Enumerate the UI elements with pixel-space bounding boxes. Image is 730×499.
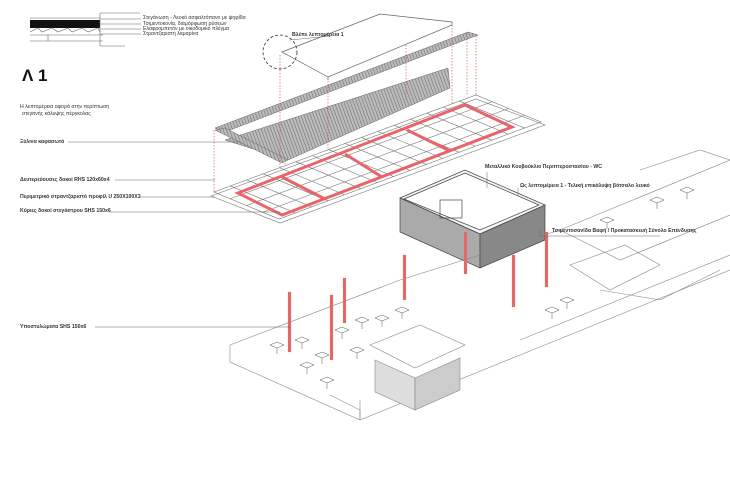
table-icon xyxy=(314,351,330,359)
kiosk-box xyxy=(399,169,546,269)
layer-label: Ελαφρομπετόν με οικοδομικό πλέγμα xyxy=(143,26,230,32)
leader-lines xyxy=(68,141,660,328)
grid-line xyxy=(230,101,493,200)
table-icon xyxy=(349,346,365,354)
grid-line xyxy=(262,114,525,213)
table-icon xyxy=(334,326,350,334)
note-line-1: Η λεπτομέρεια αφορά στην περίπτωση xyxy=(20,104,110,110)
grid-line xyxy=(246,108,509,206)
table-icon xyxy=(394,306,410,314)
kiosk-roof-label: Ως λεπτομέρεια 1 - Τελική επικάλυψη βότσ… xyxy=(520,183,650,189)
table-icon xyxy=(559,296,575,304)
layer-label: Στραντζαριστή λαμαρίνα xyxy=(143,31,199,37)
table-icon xyxy=(374,314,390,322)
table-icon xyxy=(354,316,370,324)
perimeter-profile-label: Περιμετρικό στραντζαριστό προφίλ U 250X1… xyxy=(20,194,141,200)
layer-label: Τσιμεντοκονία, διαμόρφωση ρύσεων xyxy=(143,21,227,27)
table-icon xyxy=(299,361,315,369)
note-line-2: στεγανής κάλυψης πέργκολας xyxy=(22,111,91,117)
table-icon xyxy=(599,216,615,224)
table-icon xyxy=(294,336,310,344)
kiosk-label: Μεταλλικό Κουβούκλιο Περιπτεροστασίου - … xyxy=(485,164,603,170)
detail-callout-circle xyxy=(262,34,298,70)
table-icon xyxy=(544,306,560,314)
columns-label: Υποστυλώματα SHS 150x6 xyxy=(20,324,87,330)
lattice-label: Ξύλινα καφασωτά xyxy=(20,139,65,145)
secondary-beams-label: Δευτερεύουσες δοκοί RHS 120x60x4 xyxy=(20,177,110,183)
main-beams-red xyxy=(234,103,516,217)
lattice-layer xyxy=(214,31,479,164)
table-icon xyxy=(269,341,285,349)
table-icon xyxy=(679,186,695,194)
table-icon xyxy=(649,196,665,204)
main-beams-label: Κύριες δοκοί στεγάστρου SHS 150x6 xyxy=(20,208,111,214)
layer-label: Στεγάνωση - Λευκό ασφαλτόπανο με ψηφίδα xyxy=(143,15,246,21)
columns xyxy=(287,231,549,361)
detail-section xyxy=(29,12,141,47)
table-icon xyxy=(319,376,335,384)
tables xyxy=(269,186,695,389)
detail-callout-label: Βλέπε λεπτομέρεια 1 xyxy=(292,32,344,38)
kiosk-cladding-label: Τσιμεντοσανίδα Βαφή / Προκατασκευή Σύνολ… xyxy=(552,228,697,234)
detail-title: Λ 1 xyxy=(22,66,48,85)
ground-platform xyxy=(229,149,730,421)
